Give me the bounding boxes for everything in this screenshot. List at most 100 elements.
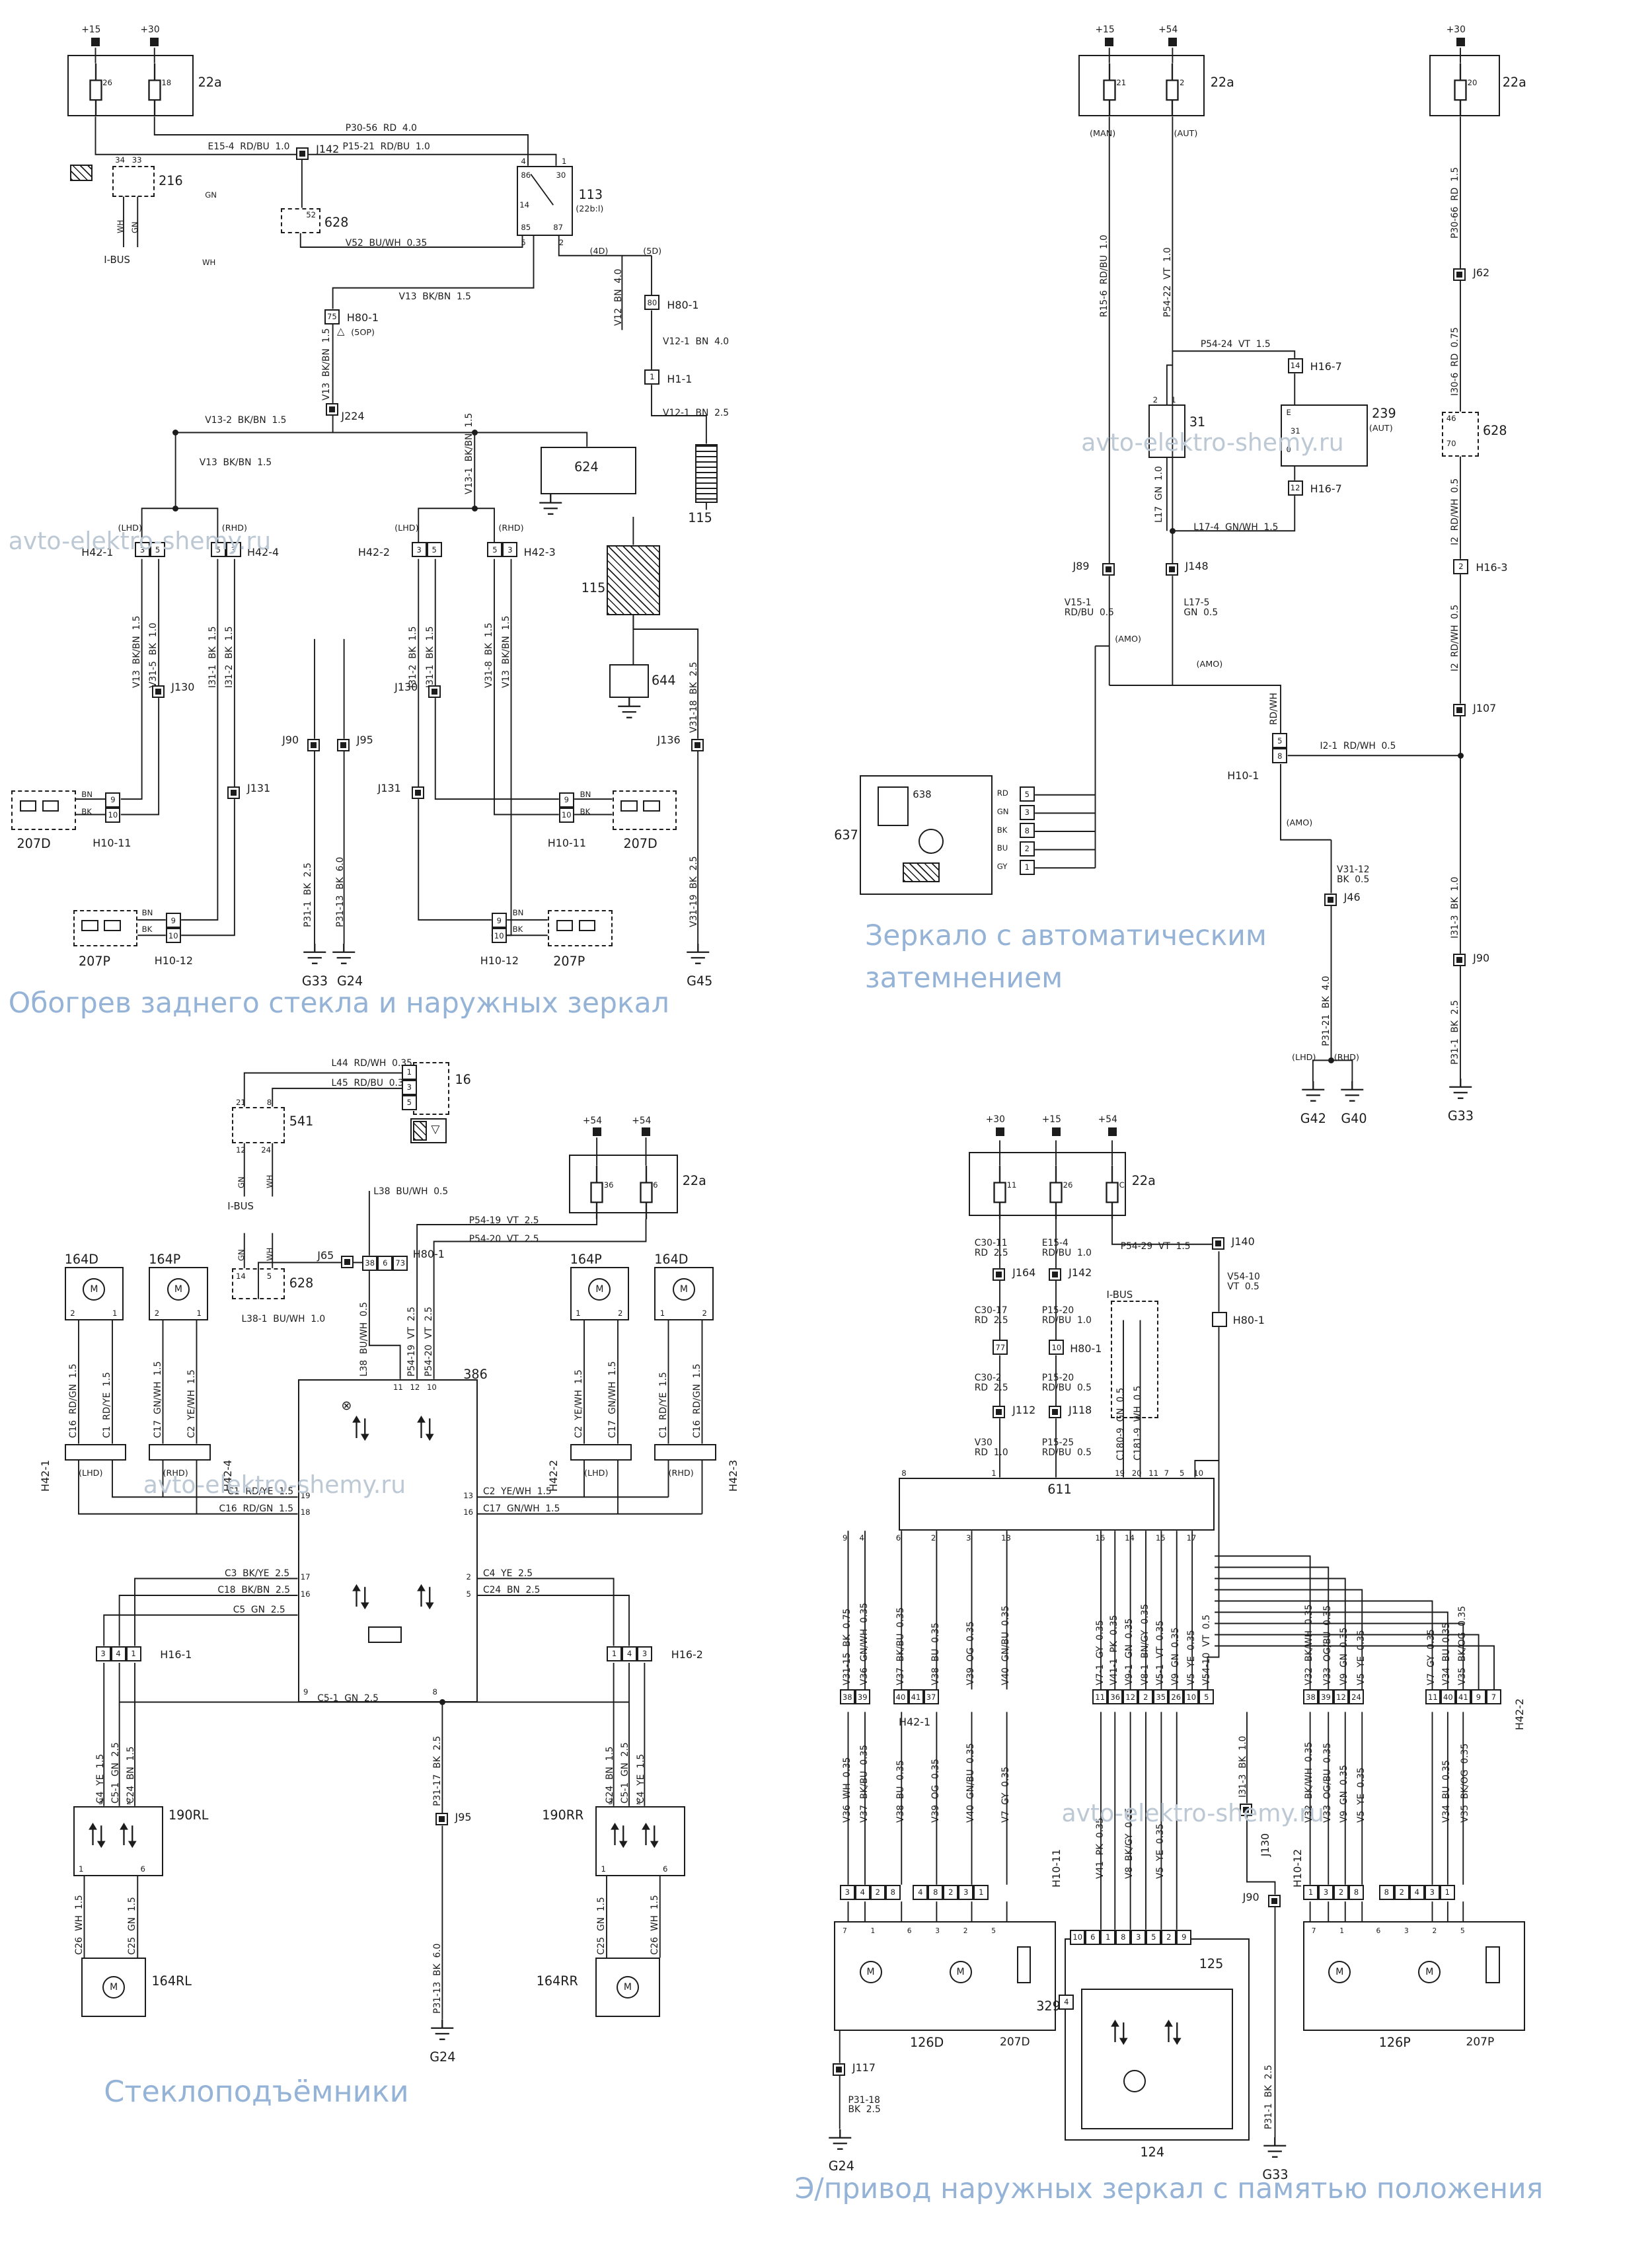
connector-pin-row	[1211, 1311, 1227, 1327]
pin-label: 16	[463, 1507, 474, 1517]
component-box	[541, 446, 636, 494]
component-box	[231, 1268, 285, 1299]
wire-label: C5-1 GN 2.5	[620, 1741, 631, 1804]
wire-label: V13-1 BK/BN 1.5	[464, 412, 475, 494]
wire	[1312, 1059, 1332, 1082]
heater-element-icon	[695, 443, 718, 503]
junction-connector	[307, 738, 320, 751]
wire-label: C5-1 GN 2.5	[317, 1693, 379, 1704]
wire	[120, 558, 143, 800]
pin-number: 4	[1059, 1994, 1074, 2010]
pin-number: 5	[487, 542, 503, 558]
component-box	[231, 1106, 285, 1143]
pin-label: 3	[608, 1797, 613, 1806]
wire-label: V13-2 BK/BN 1.5	[205, 415, 287, 426]
pin-label: 9	[843, 1533, 848, 1542]
wire-label: L44 RD/WH 0.35	[331, 1058, 412, 1069]
component-label: 638	[913, 788, 932, 801]
wire-label: (AMO)	[1115, 634, 1141, 644]
junction-connector	[833, 2063, 846, 2076]
component-box	[112, 165, 155, 197]
wire	[368, 1271, 401, 1379]
pin-number: 1	[644, 369, 660, 385]
wire-label: (5D)	[643, 247, 662, 256]
pin-label: 6	[1376, 1926, 1381, 1935]
connector-label: H10-11	[547, 836, 586, 849]
component-box	[859, 775, 993, 895]
wire-label: V5 YE 0.35	[1355, 1630, 1367, 1685]
motor-icon: M	[167, 1277, 190, 1301]
wire-label: V9 GN 0.35	[1170, 1627, 1182, 1686]
pin-label: 33	[131, 155, 142, 165]
wire-label: V41-1 PK 0.35	[1108, 1615, 1119, 1685]
component-label: 207P	[79, 954, 110, 969]
wire-label: V31-8 BK 1.5	[484, 623, 495, 689]
pin-number: 4	[1409, 1884, 1425, 1900]
connector-label: H80-1	[667, 298, 699, 311]
wire-label: (MAN)	[1090, 128, 1116, 139]
power-feed-icon	[642, 1127, 651, 1137]
connector-label: H16-7	[1310, 482, 1342, 495]
junction-connector	[1267, 1894, 1281, 1907]
pin-number: 10	[1049, 1340, 1065, 1355]
wire-label: P31-13 BK 6.0	[432, 1943, 443, 2014]
pin-number: 3	[135, 542, 150, 558]
component-box	[1016, 1946, 1031, 1983]
junction-connector	[1453, 953, 1466, 966]
connector-label: H10-11	[1049, 1848, 1063, 1887]
pin-number: 5	[426, 542, 442, 558]
wire-label: (5OP)	[351, 328, 375, 338]
pin-number: 2	[870, 1884, 885, 1900]
ground-label: G33	[301, 973, 328, 989]
component-label: 624	[574, 459, 599, 475]
component-box	[1081, 1989, 1233, 2129]
component-box	[595, 1958, 660, 2017]
wire	[1172, 350, 1296, 358]
wire-label: V5-1 VT 0.35	[1154, 1620, 1166, 1685]
connector-label: H42-3	[523, 545, 556, 558]
wire-label: P15-20 RD/BU 1.0	[1041, 1305, 1092, 1326]
pin-number: 37	[923, 1689, 939, 1705]
pin-label: 85	[521, 222, 531, 232]
wire-label: C1 RD/YE 1.5	[657, 1372, 669, 1438]
component-box	[612, 790, 677, 830]
pin-label: 11	[393, 1383, 403, 1392]
pin-number: 24	[1349, 1689, 1364, 1705]
hatched-symbol	[412, 1120, 427, 1141]
component-label: 125	[1199, 1956, 1224, 1972]
wire-label: P54-19 VT 2.5	[406, 1306, 418, 1377]
wire-label: P54-29 VT 1.5	[1120, 1240, 1191, 1252]
wire-label: I2 RD/WH 0.5	[1450, 478, 1461, 545]
connector-label: J90	[1242, 1891, 1259, 1904]
component-label: 329	[1036, 1999, 1061, 2014]
connector-label: H10-1	[1227, 769, 1259, 782]
pin-number: 3	[1424, 1884, 1440, 1900]
component-label: 22a	[1131, 1172, 1156, 1188]
component-label: 386	[463, 1366, 488, 1382]
wire	[418, 508, 475, 543]
pin-label: BN	[141, 907, 153, 917]
pin-number: 36	[1108, 1689, 1123, 1705]
junction-connector	[1453, 703, 1466, 716]
pin-number: 40	[1440, 1689, 1456, 1705]
wire-label: V30 RD 1.0	[974, 1437, 1008, 1458]
wire-label: V35 BK/OG 0.35	[1456, 1606, 1468, 1685]
pin-number: 41	[908, 1689, 924, 1705]
junction-dot	[472, 506, 478, 512]
pin-label: 46	[1446, 413, 1456, 423]
junction-connector	[1453, 268, 1466, 281]
component-box	[281, 208, 320, 233]
pin-number: 38	[362, 1255, 378, 1271]
ground-label: G40	[1341, 1111, 1367, 1126]
wire-label: V9 GN 0.35	[1339, 1627, 1350, 1686]
wire-label: (4D)	[589, 247, 609, 256]
component-box	[81, 1958, 146, 2017]
junction-connector	[337, 738, 350, 751]
pin-label: 6	[907, 1926, 912, 1935]
